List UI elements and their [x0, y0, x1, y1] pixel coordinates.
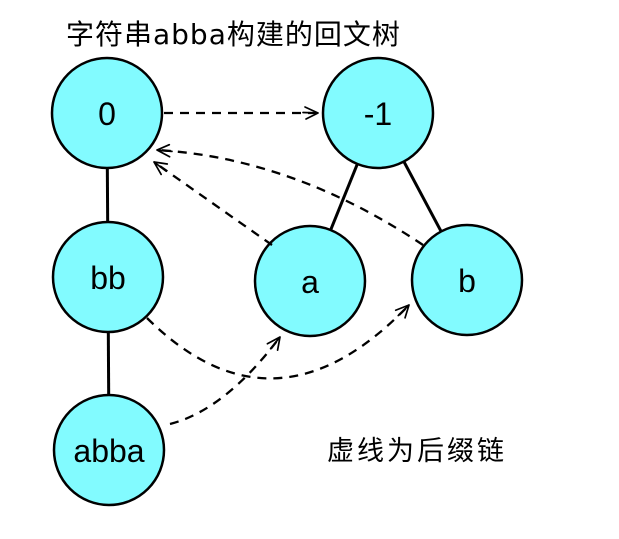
node-circle-abba	[52, 393, 166, 507]
node-circle-a	[253, 224, 367, 338]
node-label-abba: abba	[73, 433, 144, 469]
suffix-link-a-to-0	[153, 161, 273, 246]
node-label-bb: bb	[90, 260, 126, 296]
node-label-b: b	[458, 263, 476, 299]
node-circle-0	[50, 56, 164, 170]
node-labels: 0 -1 bb a b abba	[73, 96, 475, 469]
suffix-link-b-to-0	[156, 143, 424, 246]
suffix-links	[146, 106, 424, 426]
node-circle-b	[410, 223, 524, 337]
node-circle-neg1	[321, 56, 435, 170]
node-label-a: a	[301, 264, 319, 300]
node-label-0: 0	[98, 96, 116, 132]
node-label-neg1: -1	[364, 96, 392, 132]
legend-caption: 虚线为后缀链	[327, 436, 507, 467]
node-circle-bb	[51, 220, 165, 334]
suffix-link-bb-to-b	[146, 304, 410, 380]
nodes	[50, 56, 524, 507]
figure-title: 字符串abba构建的回文树	[66, 18, 401, 51]
